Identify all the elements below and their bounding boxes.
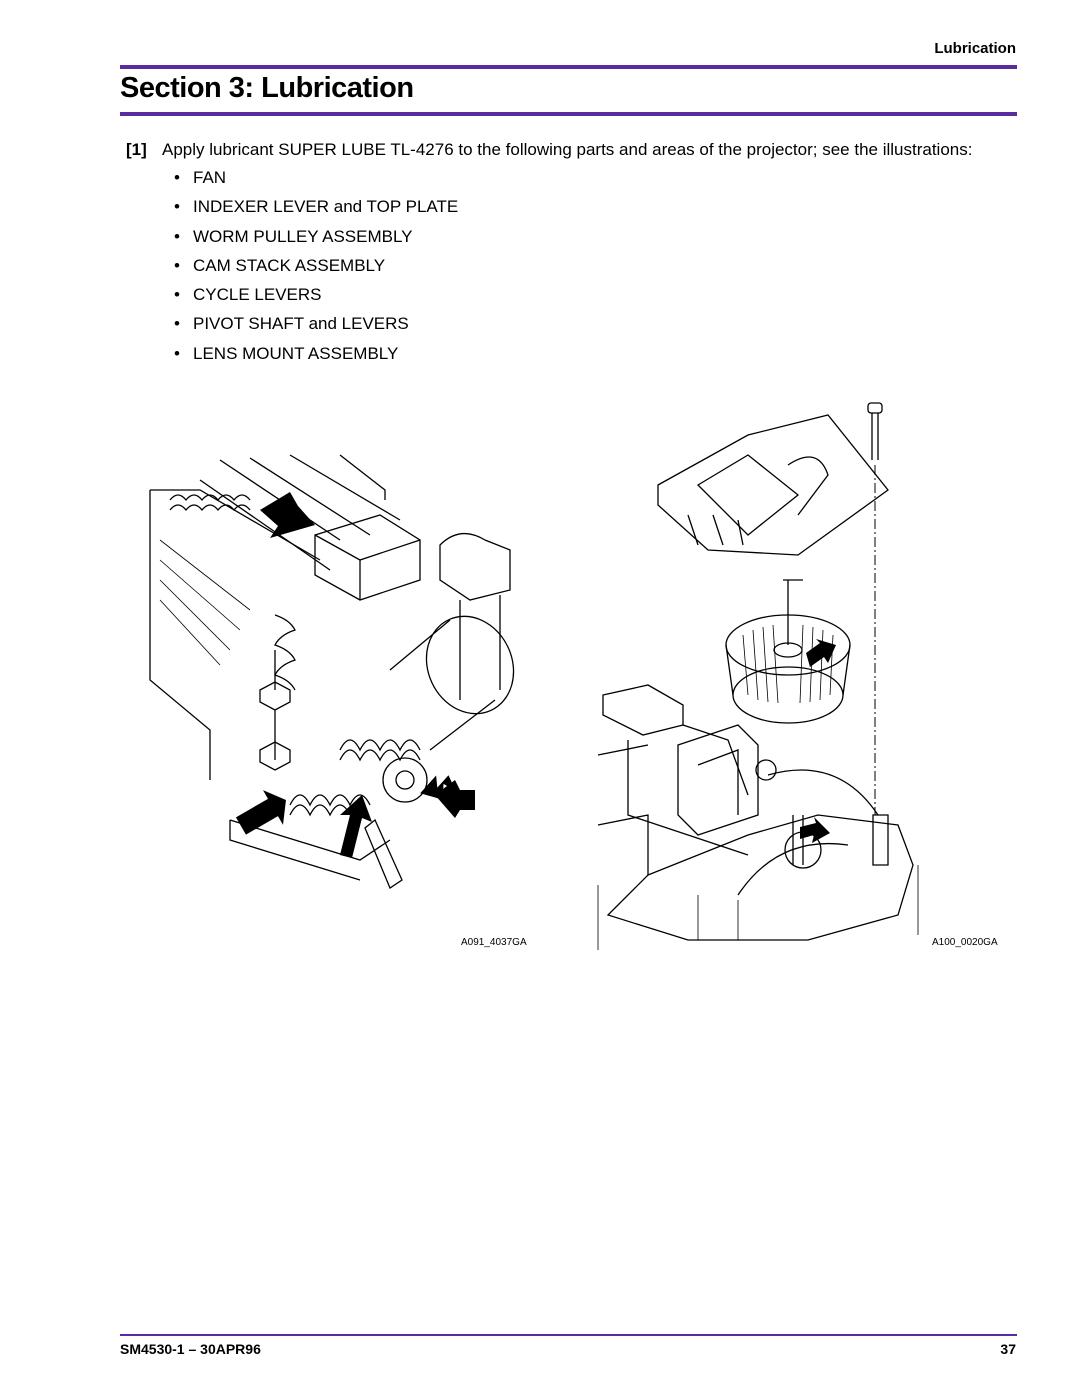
list-item: •INDEXER LEVER and TOP PLATE xyxy=(174,196,458,225)
step-1: [1] Apply lubricant SUPER LUBE TL-4276 t… xyxy=(126,140,1026,160)
lubrication-arrow-3 xyxy=(340,795,372,858)
mechanism-illustration xyxy=(149,454,515,889)
page-number: 37 xyxy=(1000,1341,1016,1357)
bullet-icon: • xyxy=(174,343,180,363)
bullet-icon: • xyxy=(174,314,180,334)
bullet-icon: • xyxy=(174,255,180,275)
header-rule xyxy=(120,65,1017,69)
footer-doc-id: SM4530-1 – 30APR96 xyxy=(120,1341,261,1357)
figure-label: A091_4037GA xyxy=(461,937,527,948)
step-number: [1] xyxy=(126,140,147,159)
base-lubrication-arrow xyxy=(800,817,830,843)
lubrication-arrow-1 xyxy=(260,492,315,538)
bullet-icon: • xyxy=(174,226,180,246)
fan-lubrication-arrow xyxy=(806,639,836,667)
step-text: Apply lubricant SUPER LUBE TL-4276 to th… xyxy=(162,140,973,159)
list-item: •PIVOT SHAFT and LEVERS xyxy=(174,313,458,342)
lubrication-arrow-4 xyxy=(420,775,456,800)
bullet-icon: • xyxy=(174,197,180,217)
bullet-icon: • xyxy=(174,168,180,187)
list-item: •CYCLE LEVERS xyxy=(174,284,458,313)
lubrication-arrow-2 xyxy=(235,790,286,835)
bullet-icon: • xyxy=(174,285,180,305)
figure-label: A100_0020GA xyxy=(932,937,998,948)
running-header: Lubrication xyxy=(934,40,1016,57)
footer-rule xyxy=(120,1334,1017,1336)
list-item: •FAN xyxy=(174,167,458,196)
list-item: •WORM PULLEY ASSEMBLY xyxy=(174,226,458,255)
list-item: •LENS MOUNT ASSEMBLY xyxy=(174,343,458,372)
fan-illustration xyxy=(597,402,919,950)
section-title: Section 3: Lubrication xyxy=(120,72,414,104)
list-item: •CAM STACK ASSEMBLY xyxy=(174,255,458,284)
part-list: •FAN •INDEXER LEVER and TOP PLATE •WORM … xyxy=(174,167,458,372)
title-rule xyxy=(120,112,1017,116)
lubrication-arrow-5 xyxy=(435,780,475,818)
